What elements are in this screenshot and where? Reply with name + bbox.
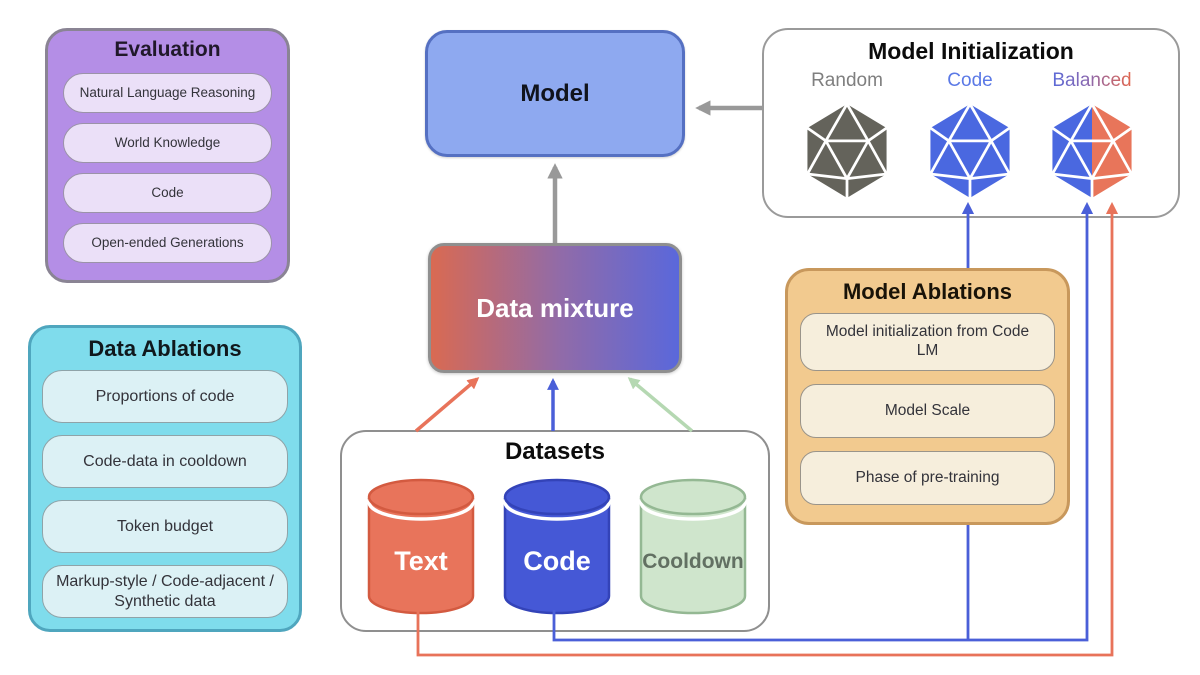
evaluation-item: Code: [63, 173, 272, 213]
model-ablations-item: Model Scale: [800, 384, 1055, 438]
model-ablations-box: Model Ablations Model initialization fro…: [785, 268, 1070, 525]
evaluation-item: Natural Language Reasoning: [63, 73, 272, 113]
text-dataset-label: Text: [394, 546, 448, 576]
model-ablations-title: Model Ablations: [842, 279, 1013, 304]
data-mixture-label: Data mixture: [476, 292, 634, 323]
code-dataset-label: Code: [523, 546, 591, 576]
model-box: Model: [425, 30, 685, 157]
data-ablations-item: Token budget: [42, 500, 288, 553]
datasets-box: Datasets Text Code Cooldown: [340, 430, 770, 632]
cooldown-dataset-label: Cooldown: [642, 550, 743, 573]
data-ablations-items: Proportions of code Code-data in cooldow…: [42, 370, 288, 618]
model-ablations-items: Model initialization from Code LM Model …: [800, 313, 1055, 505]
random-init-label: Random: [811, 70, 883, 91]
evaluation-item: World Knowledge: [63, 123, 272, 163]
cooldown-to-mixture-arrow: [627, 377, 694, 433]
code-init-label: Code: [947, 70, 993, 91]
data-ablations-title: Data Ablations: [88, 336, 242, 361]
balanced-init-d20-icon: [1051, 102, 1133, 200]
data-mixture-box: Data mixture: [428, 243, 682, 373]
evaluation-title: Evaluation: [114, 38, 221, 61]
data-ablations-item: Code-data in cooldown: [42, 435, 288, 488]
evaluation-box: Evaluation Natural Language Reasoning Wo…: [45, 28, 290, 283]
model-ablations-item: Phase of pre-training: [800, 451, 1055, 505]
balanced-init-label: Balanced: [1052, 70, 1132, 91]
text-dataset-cylinder-icon: Text: [367, 478, 475, 615]
code-init-d20-icon: [929, 102, 1011, 200]
code-dataset-cylinder-icon: Code: [503, 478, 611, 615]
random-init-d20-icon: [806, 102, 888, 200]
data-ablations-box: Data Ablations Proportions of code Code-…: [28, 325, 302, 632]
text-to-mixture-arrow: [414, 377, 480, 433]
data-ablations-item: Proportions of code: [42, 370, 288, 423]
evaluation-items: Natural Language Reasoning World Knowled…: [63, 73, 272, 263]
model-initialization-title: Model Initialization: [868, 38, 1074, 64]
model-label: Model: [520, 79, 590, 107]
cooldown-dataset-cylinder-icon: Cooldown: [639, 478, 747, 615]
data-ablations-item: Markup-style / Code-adjacent / Synthetic…: [42, 565, 288, 618]
model-initialization-box: Model Initialization Random Code Balance…: [762, 28, 1180, 218]
datasets-title: Datasets: [504, 438, 606, 465]
model-ablations-item: Model initialization from Code LM: [800, 313, 1055, 371]
evaluation-item: Open-ended Generations: [63, 223, 272, 263]
